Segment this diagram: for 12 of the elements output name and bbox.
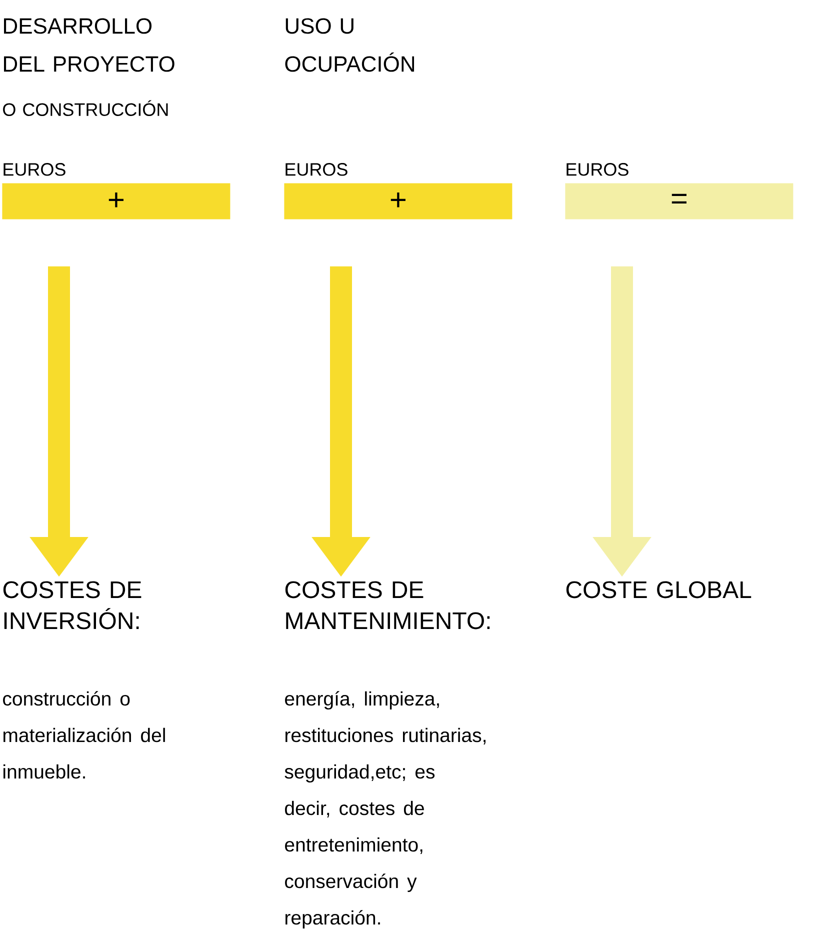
column-heading: USO U OCUPACIÓN — [285, 18, 414, 72]
currency-label: EUROS — [286, 163, 348, 176]
column-heading: DESARROLLO DEL PROYECTO — [4, 18, 174, 72]
cost-text: COSTE GLOBAL — [566, 581, 752, 598]
operator-bar: + — [284, 183, 512, 220]
column-heading: O CONSTRUCCIÓN — [3, 100, 168, 116]
operator-bar: = — [565, 183, 794, 220]
cost-text: COSTES DE MANTENIMIENTO: energía, limpieza, restituciones rutinarias, seguridad,etc; es decir, costes de entretenimiento, conservación y reparación. — [284, 581, 490, 928]
currency-label: EUROS — [566, 163, 628, 176]
cost-text: COSTES DE INVERSIÓN: construcción o materialización del inmueble. — [3, 581, 165, 779]
operator-bar: + — [2, 183, 230, 220]
currency-label: EUROS — [4, 163, 66, 176]
